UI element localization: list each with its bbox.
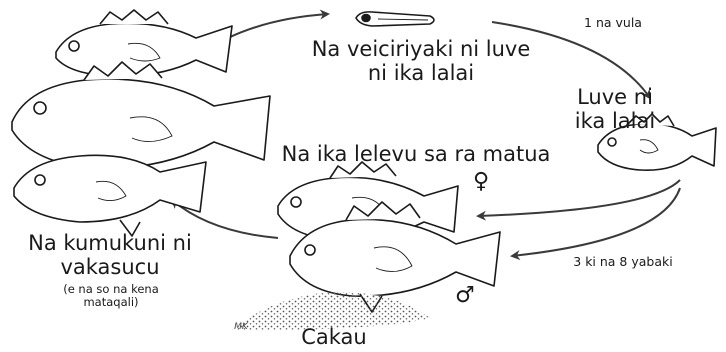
aggregation-fish-bottom-icon <box>14 155 206 236</box>
label-juvenile: Luve ni ika lalai <box>560 86 670 133</box>
aggregation-fish-top-icon <box>56 10 232 76</box>
label-spawning-aggregation: Na kumukuni ni vakasucu <box>10 232 210 279</box>
arrow-to-female-adult <box>478 180 680 216</box>
aggregation-fish-middle-icon <box>12 62 270 168</box>
label-duration-3-8-years: 3 ki na 8 yabaki <box>548 255 698 269</box>
label-reef: Cakau <box>284 326 384 350</box>
label-adults: Na ika lelevu sa ra matua <box>266 143 566 167</box>
arrow-to-male-adult <box>512 188 680 256</box>
label-eggs-larvae: Na veiciriyaki ni luve ni ika lalai <box>296 38 546 85</box>
larva-icon <box>356 12 434 26</box>
female-symbol: ♀ <box>466 170 496 195</box>
label-duration-1-month: 1 na vula <box>558 16 668 30</box>
artist-signature: MK <box>226 322 256 332</box>
male-symbol: ♂ <box>450 284 480 309</box>
label-spawning-note: (e na so na kena mataqali) <box>36 283 186 309</box>
arrow-to-larvae <box>228 14 328 38</box>
